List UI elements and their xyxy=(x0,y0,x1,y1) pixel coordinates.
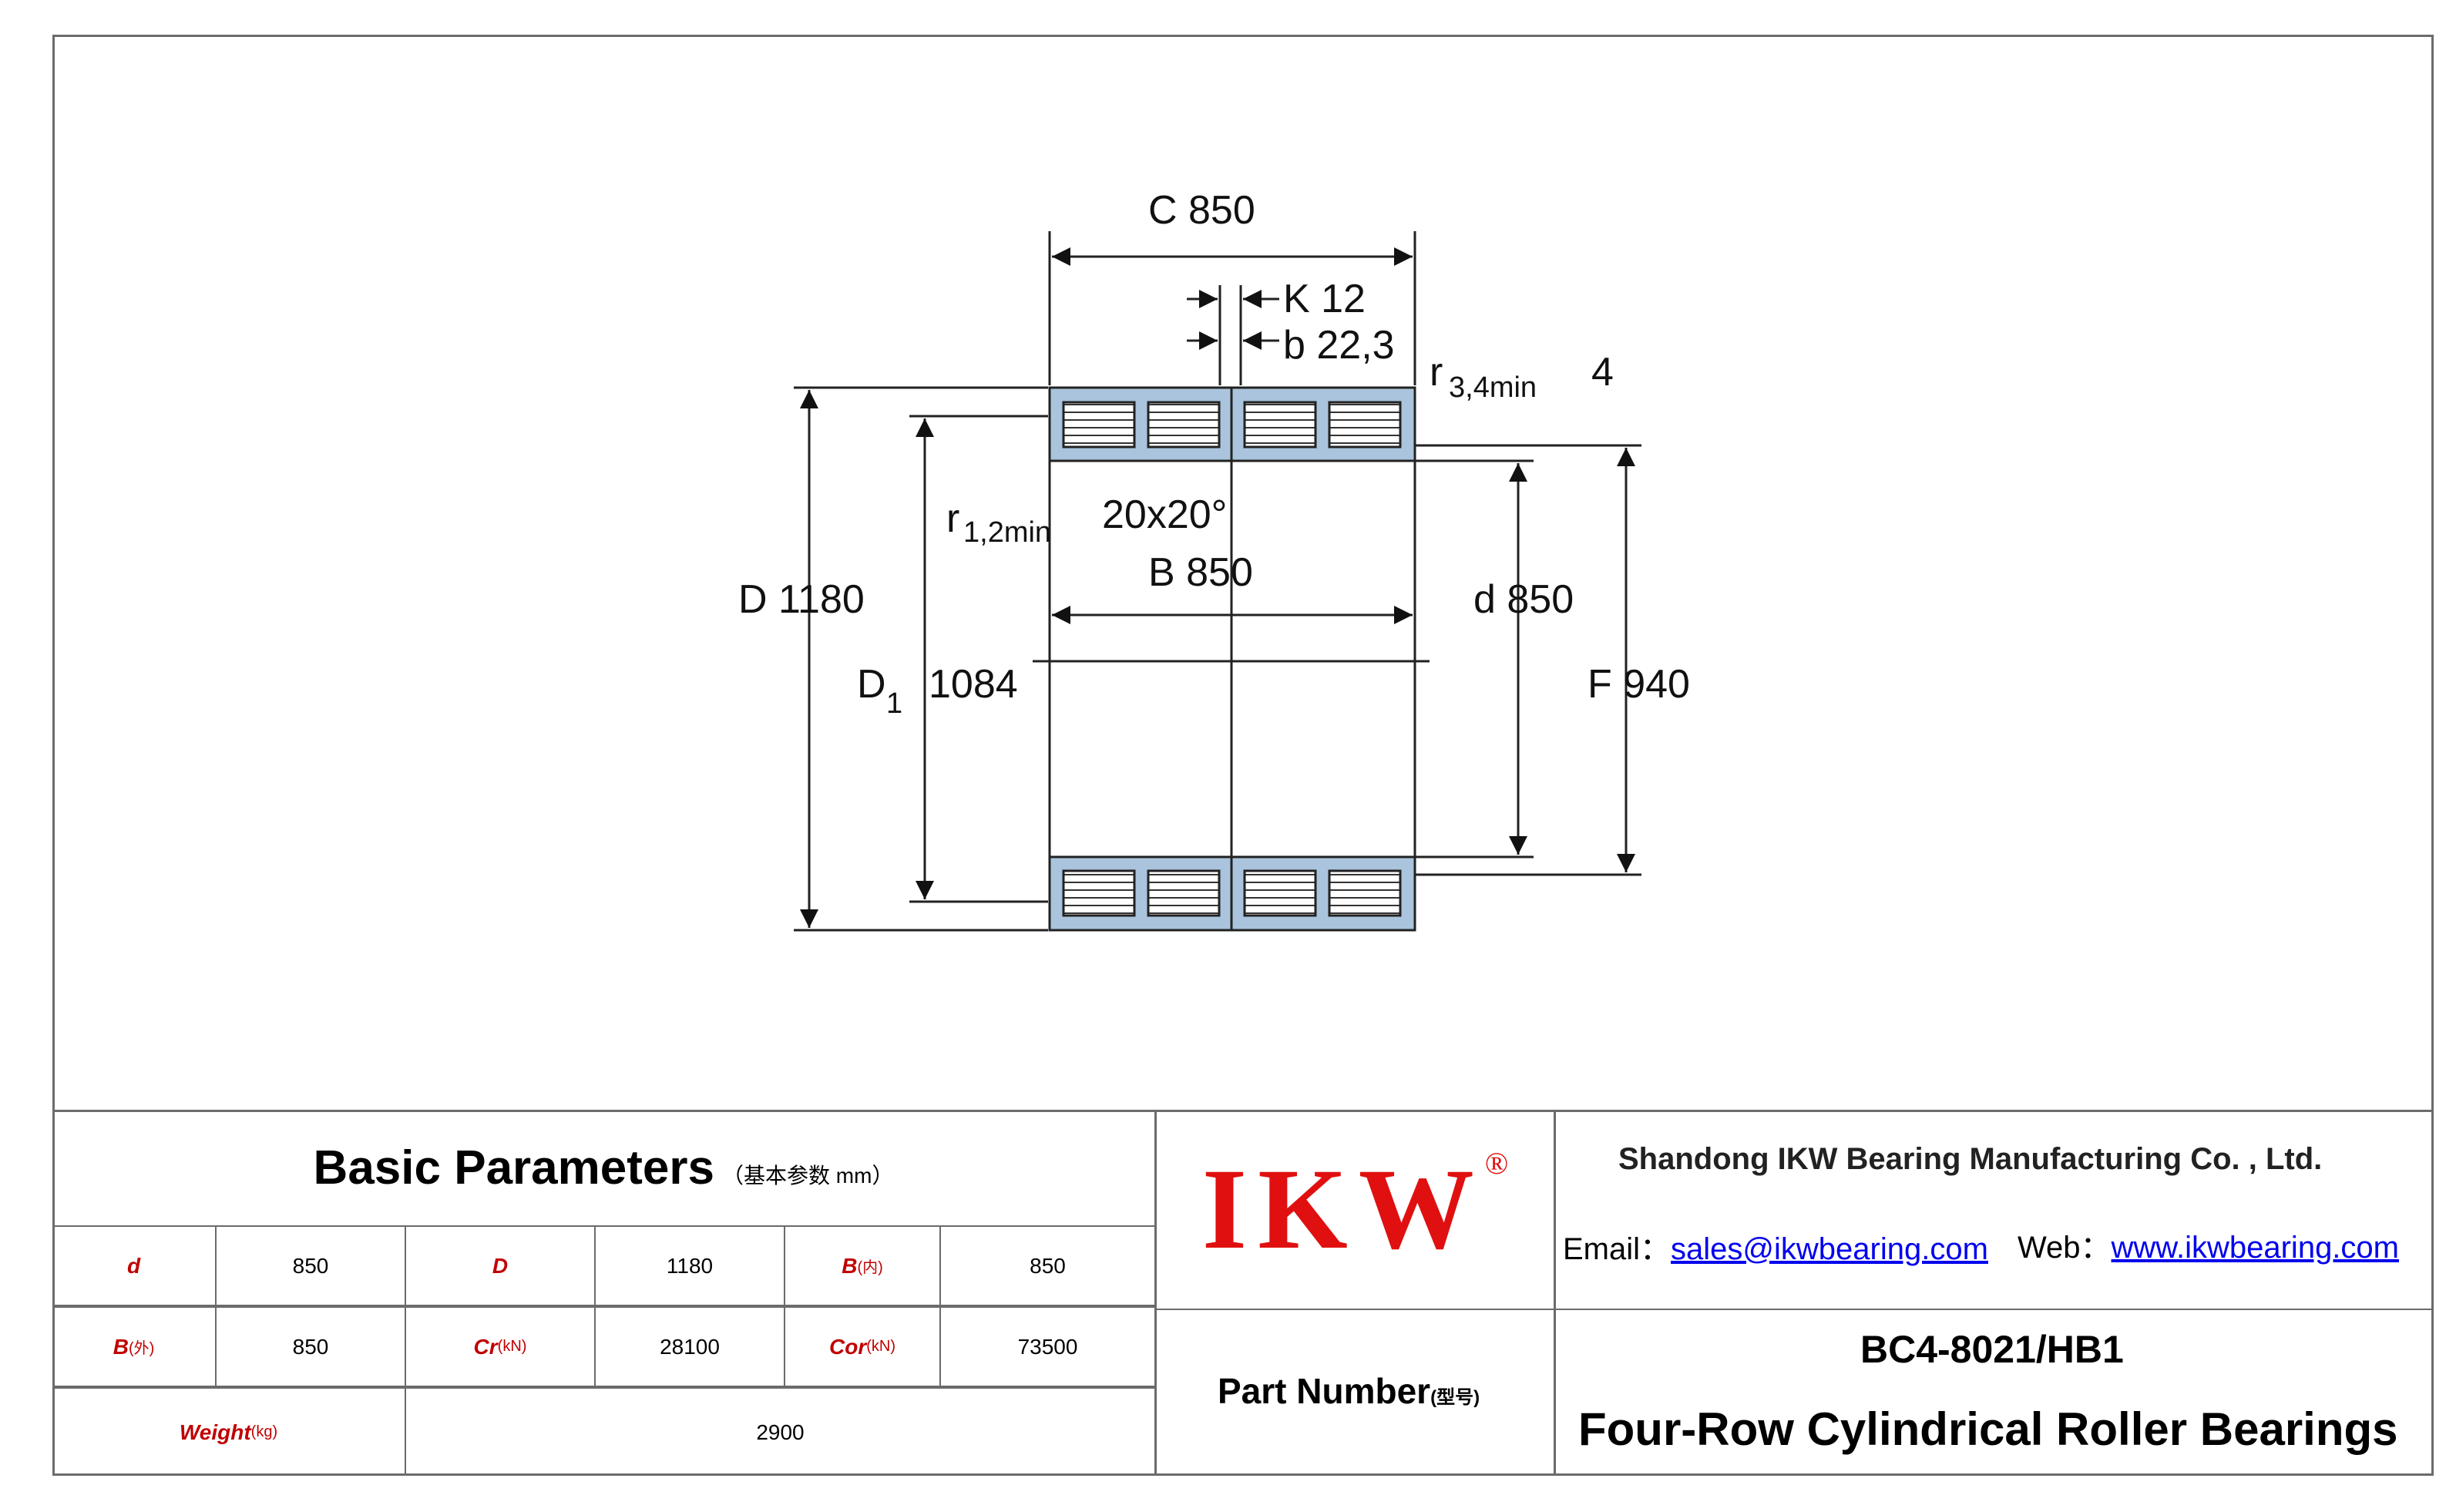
dim-B: B 850 xyxy=(1148,550,1253,595)
contact-web: Web：www.ikwbearing.com xyxy=(2018,1222,2399,1267)
bearing-drawing: C 850 K 12 b 22,3 r 3,4min 4 D 1180 D 1 … xyxy=(738,188,1690,932)
registered-mark: ® xyxy=(1484,1145,1509,1181)
dim-r12-sub: 1,2min xyxy=(963,516,1051,549)
part-description: Four-Row Cylindrical Roller Bearings xyxy=(1578,1403,2398,1455)
dim-r12: r xyxy=(946,496,959,541)
web-link[interactable]: www.ikwbearing.com xyxy=(2111,1231,2399,1265)
param-label-d: d xyxy=(52,1227,217,1306)
dim-D1: D xyxy=(857,662,886,707)
logo-text: IKW xyxy=(1201,1145,1485,1273)
part-number-value: BC4-8021/HB1 xyxy=(1860,1328,2124,1371)
dim-b: b 22,3 xyxy=(1283,323,1395,368)
section-top xyxy=(1048,386,1416,462)
contact-email: Email：sales@ikwbearing.com xyxy=(1563,1224,1988,1268)
param-value-d: 850 xyxy=(217,1227,406,1306)
part-number-label: Part Number(型号) xyxy=(1218,1371,1480,1411)
basic-parameters-title: Basic Parameters （基本参数 mm） xyxy=(52,1110,1154,1225)
dim-D1-sub: 1 xyxy=(886,687,902,720)
param-value-B-inner: 850 xyxy=(941,1227,1154,1306)
email-label: Email： xyxy=(1563,1232,1672,1266)
param-label-D: D xyxy=(406,1227,596,1306)
basic-parameters-note: （基本参数 mm） xyxy=(722,1164,894,1188)
page-frame xyxy=(52,35,2434,1476)
param-value-Cr: 28100 xyxy=(596,1308,785,1387)
dim-K: K 12 xyxy=(1283,277,1366,321)
company-name: Shandong IKW Bearing Manufacturing Co. ,… xyxy=(1618,1142,2323,1176)
param-value-weight: 2900 xyxy=(756,1420,805,1444)
dim-r34: r xyxy=(1430,350,1443,395)
web-label: Web： xyxy=(2018,1231,2112,1265)
dim-chamfer: 20x20° xyxy=(1102,492,1227,537)
basic-parameters-heading: Basic Parameters xyxy=(313,1141,715,1194)
dim-d: d 850 xyxy=(1473,577,1574,622)
dim-F: F 940 xyxy=(1588,662,1690,707)
dim-r34-sub: 3,4min xyxy=(1449,371,1537,404)
param-label-Cr: Cr(kN) xyxy=(406,1308,596,1387)
param-label-Cor: Cor(kN) xyxy=(785,1308,941,1387)
dim-r34-val: 4 xyxy=(1591,350,1614,395)
param-label-weight: Weight(kg) xyxy=(52,1389,406,1476)
ikw-logo: IKW ® xyxy=(1157,1110,1554,1309)
param-value-B-outer: 850 xyxy=(217,1308,406,1387)
email-link[interactable]: sales@ikwbearing.com xyxy=(1671,1232,1988,1266)
spec-table: Basic Parameters （基本参数 mm） d 850 D 1180 … xyxy=(52,1110,2434,1476)
dim-C: C 850 xyxy=(1148,188,1255,233)
dim-D1-val: 1084 xyxy=(929,662,1018,707)
param-label-B-inner: B(内) xyxy=(785,1227,941,1306)
param-label-B-outer: B(外) xyxy=(52,1308,217,1387)
param-value-D: 1180 xyxy=(596,1227,785,1306)
dim-D: D 1180 xyxy=(738,577,865,622)
param-value-Cor: 73500 xyxy=(941,1308,1154,1387)
section-bottom xyxy=(1048,855,1416,932)
